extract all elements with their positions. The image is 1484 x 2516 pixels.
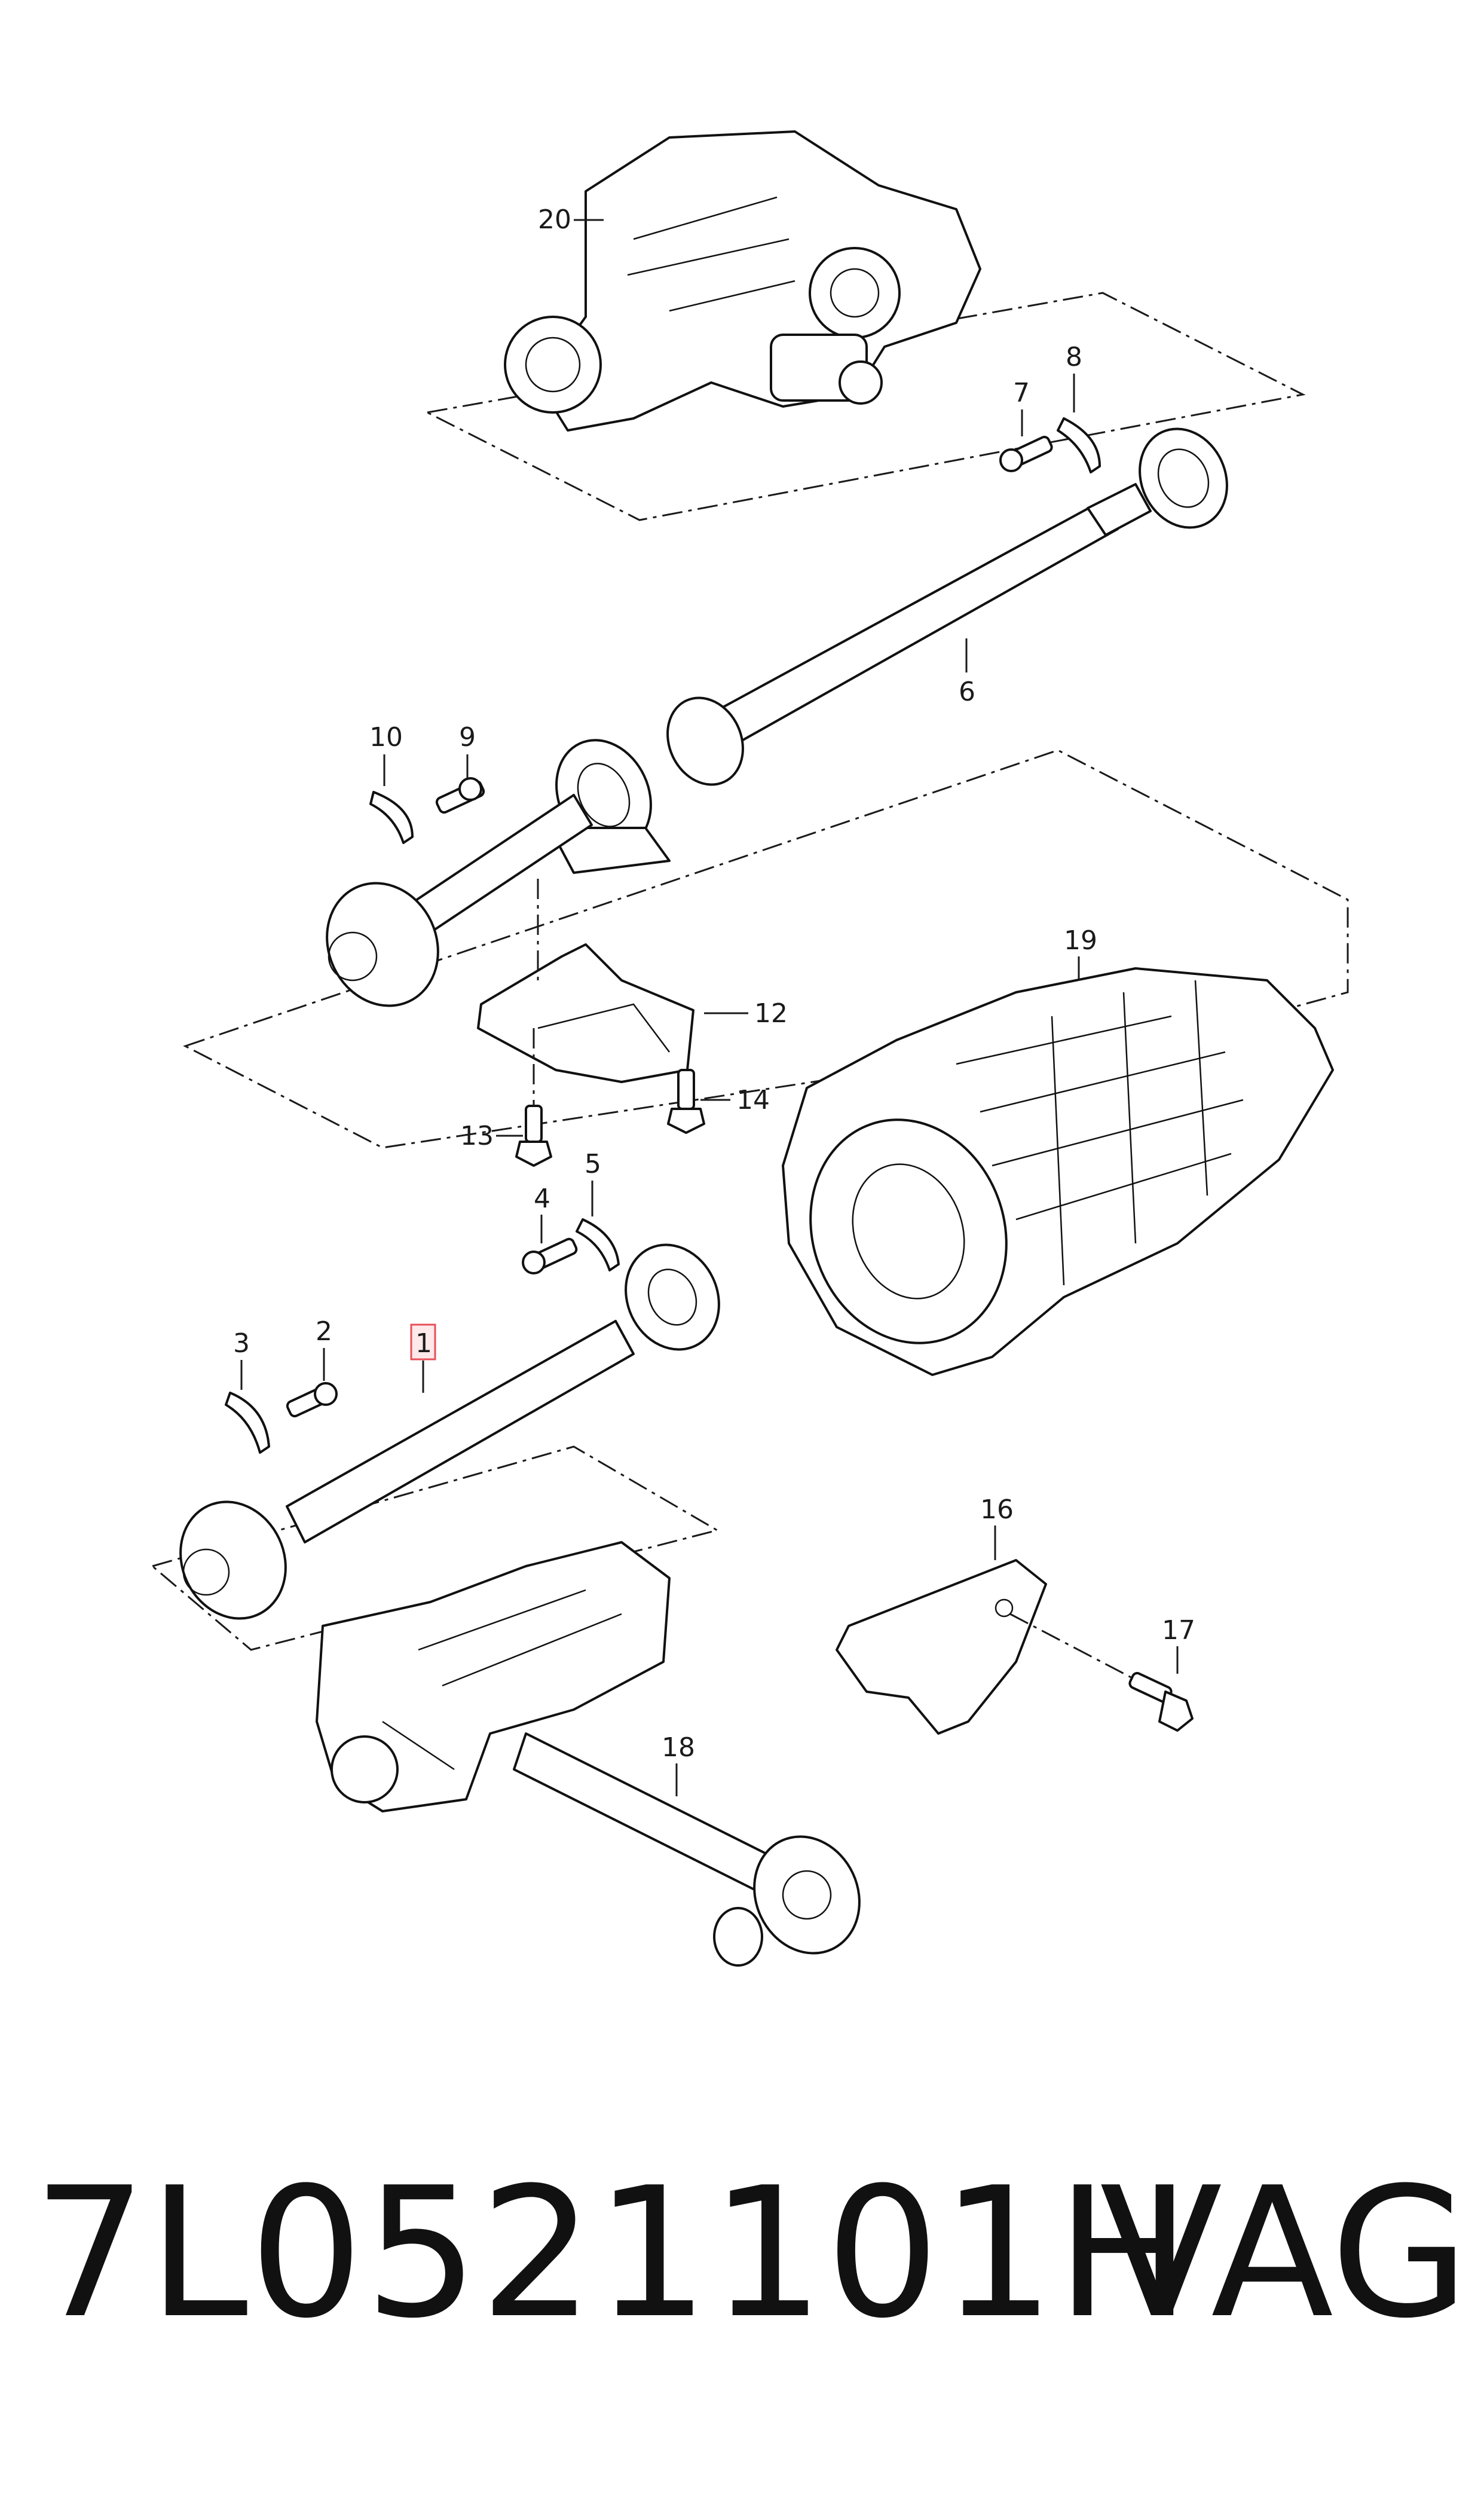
callout-2: 2 xyxy=(316,1316,332,1381)
svg-text:10: 10 xyxy=(369,722,403,753)
svg-text:5: 5 xyxy=(585,1149,601,1179)
bolt-9 xyxy=(435,777,485,814)
svg-text:18: 18 xyxy=(662,1732,695,1763)
callout-12: 12 xyxy=(704,998,788,1029)
callout-10: 10 xyxy=(369,722,403,786)
callout-20: 20 xyxy=(538,204,604,235)
svg-text:13: 13 xyxy=(460,1121,494,1151)
svg-text:2: 2 xyxy=(316,1316,332,1347)
bolt-13 xyxy=(515,1105,552,1167)
brand-label: VAG xyxy=(1100,2149,1470,2358)
svg-text:1: 1 xyxy=(415,1328,432,1359)
heat-shield xyxy=(836,1559,1047,1735)
callout-19: 19 xyxy=(1064,925,1097,980)
svg-text:7: 7 xyxy=(1013,378,1030,408)
callout-18: 18 xyxy=(662,1732,695,1796)
lock-plate-5 xyxy=(576,1218,620,1271)
svg-text:14: 14 xyxy=(736,1085,770,1115)
rear-differential xyxy=(504,130,981,432)
svg-text:4: 4 xyxy=(534,1184,550,1214)
callout-16: 16 xyxy=(980,1494,1014,1560)
svg-text:6: 6 xyxy=(959,677,975,707)
svg-text:16: 16 xyxy=(980,1494,1014,1525)
callout-3: 3 xyxy=(233,1328,250,1390)
bolt-14 xyxy=(667,1069,705,1134)
callout-5: 5 xyxy=(585,1149,601,1216)
callout-7: 7 xyxy=(1013,378,1030,436)
bolt-2 xyxy=(286,1382,338,1418)
svg-text:19: 19 xyxy=(1064,925,1097,956)
front-differential xyxy=(316,1541,861,1967)
exploded-parts-diagram: 20 7 8 6 10 9 19 12 14 13 4 5 xyxy=(150,130,1349,1967)
svg-text:17: 17 xyxy=(1162,1615,1195,1646)
lock-plate-10 xyxy=(369,791,414,844)
callout-1: 1 xyxy=(410,1323,436,1393)
middle-assembly-outline xyxy=(183,749,1349,1149)
front-assembly-outline xyxy=(150,1445,720,1651)
bolt-17 xyxy=(1128,1672,1194,1732)
svg-text:8: 8 xyxy=(1066,342,1082,372)
callout-6: 6 xyxy=(959,638,975,707)
callout-4: 4 xyxy=(534,1184,550,1243)
front-propshaft xyxy=(179,1243,720,1620)
svg-text:3: 3 xyxy=(233,1328,250,1359)
bolt-4 xyxy=(522,1237,578,1274)
rear-propshaft xyxy=(326,427,1228,1007)
lock-plate-8 xyxy=(1057,417,1101,473)
callout-9: 9 xyxy=(459,722,476,780)
callout-17: 17 xyxy=(1162,1615,1195,1674)
svg-text:9: 9 xyxy=(459,722,476,753)
callout-1-highlight xyxy=(410,1323,436,1361)
transmission xyxy=(782,967,1334,1376)
callout-14: 14 xyxy=(700,1085,770,1115)
lock-plate-3 xyxy=(225,1392,270,1454)
bolt-7 xyxy=(999,436,1053,472)
callout-8: 8 xyxy=(1066,342,1082,412)
heat-shield-bolt-leader xyxy=(1009,1613,1136,1681)
center-bearing-bracket xyxy=(477,943,694,1083)
callout-13: 13 xyxy=(460,1121,523,1151)
svg-text:12: 12 xyxy=(754,998,788,1029)
part-number: 7L0521101H xyxy=(33,2149,1192,2358)
svg-text:20: 20 xyxy=(538,204,571,235)
